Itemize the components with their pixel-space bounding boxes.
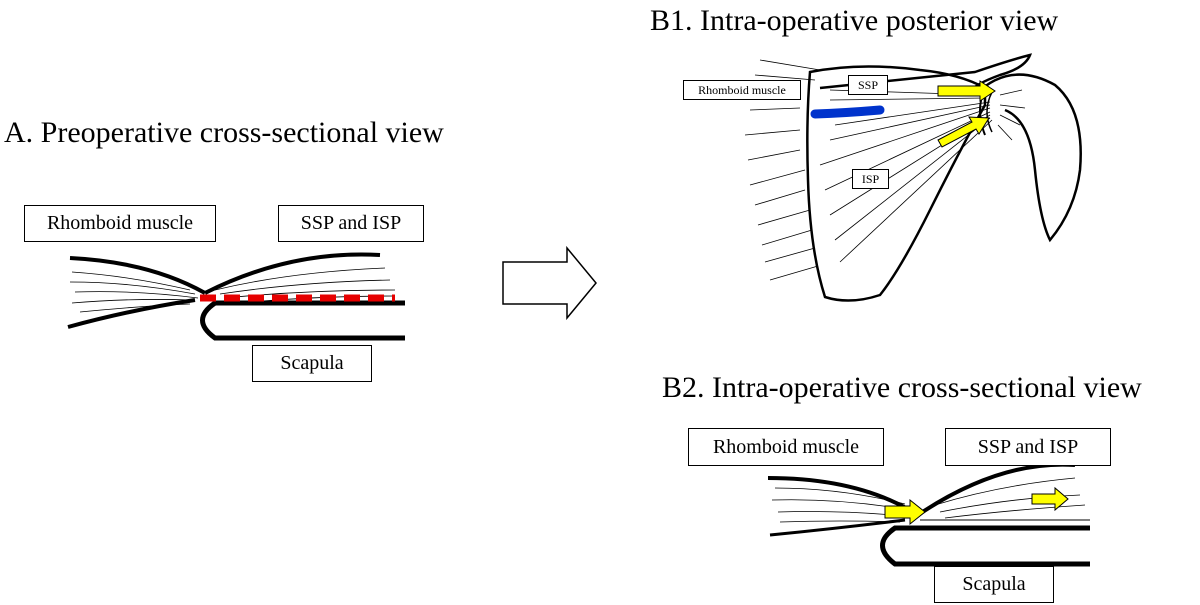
panel-b2-drawing [767, 462, 1090, 567]
panel-a-ssp-isp-label: SSP and ISP [278, 205, 424, 242]
panel-a-drawing [67, 252, 405, 341]
panel-b1-isp-label: ISP [852, 169, 889, 189]
panel-b1-title: B1. Intra-operative posterior view [650, 4, 1059, 37]
panel-b2-title: B2. Intra-operative cross-sectional view [662, 371, 1142, 404]
panel-b2-ssp-isp-label: SSP and ISP [945, 428, 1111, 466]
ssp-isp-advance-arrow-icon [1031, 486, 1069, 512]
panel-b1-rhomboid-fibers [744, 59, 821, 281]
panel-b2-rhomboid-label: Rhomboid muscle [688, 428, 884, 466]
panel-b1-rhomboid-label: Rhomboid muscle [683, 80, 801, 100]
rhomboid-advance-arrow-icon [884, 498, 926, 526]
panel-b1-ssp-label: SSP [848, 75, 888, 95]
panel-a-title: A. Preoperative cross-sectional view [4, 116, 444, 149]
ssp-arrow-icon [937, 80, 996, 102]
vessel-blue [810, 105, 885, 119]
panel-a-scapula-label: Scapula [252, 345, 372, 382]
panel-b2-scapula-label: Scapula [934, 566, 1054, 603]
isp-arrow-icon [937, 116, 990, 148]
transition-arrow-icon [502, 245, 597, 321]
panel-a-rhomboid-label: Rhomboid muscle [24, 205, 216, 242]
